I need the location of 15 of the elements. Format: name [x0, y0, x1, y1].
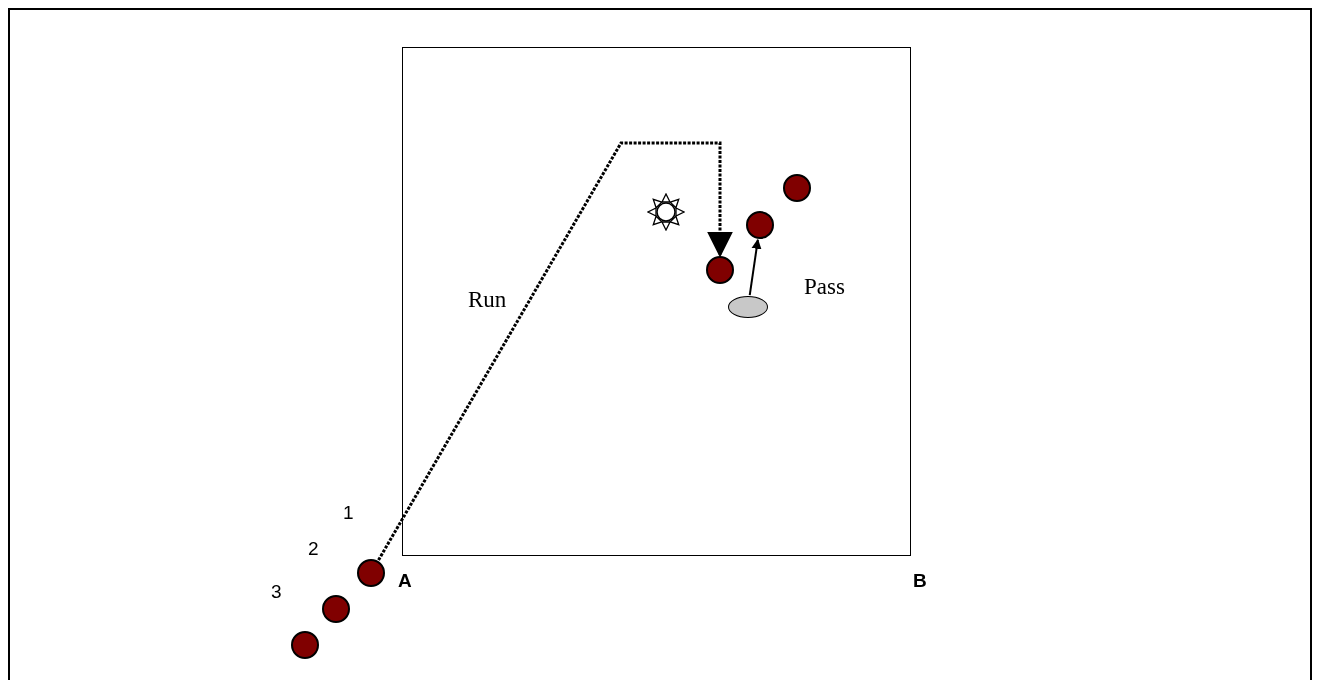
player-marker: [357, 559, 385, 587]
player-marker: [783, 174, 811, 202]
player-marker: [322, 595, 350, 623]
pass-arrow: [748, 238, 762, 297]
player-marker: [706, 256, 734, 284]
run-path: [377, 141, 733, 561]
player-number: 1: [343, 503, 354, 522]
ball: [728, 296, 768, 318]
corner-letter: B: [913, 571, 927, 590]
player-number: 3: [271, 582, 282, 601]
player-number: 2: [308, 539, 319, 558]
sun-icon: [647, 193, 685, 231]
corner-letter: A: [398, 571, 412, 590]
player-marker: [746, 211, 774, 239]
player-marker: [291, 631, 319, 659]
